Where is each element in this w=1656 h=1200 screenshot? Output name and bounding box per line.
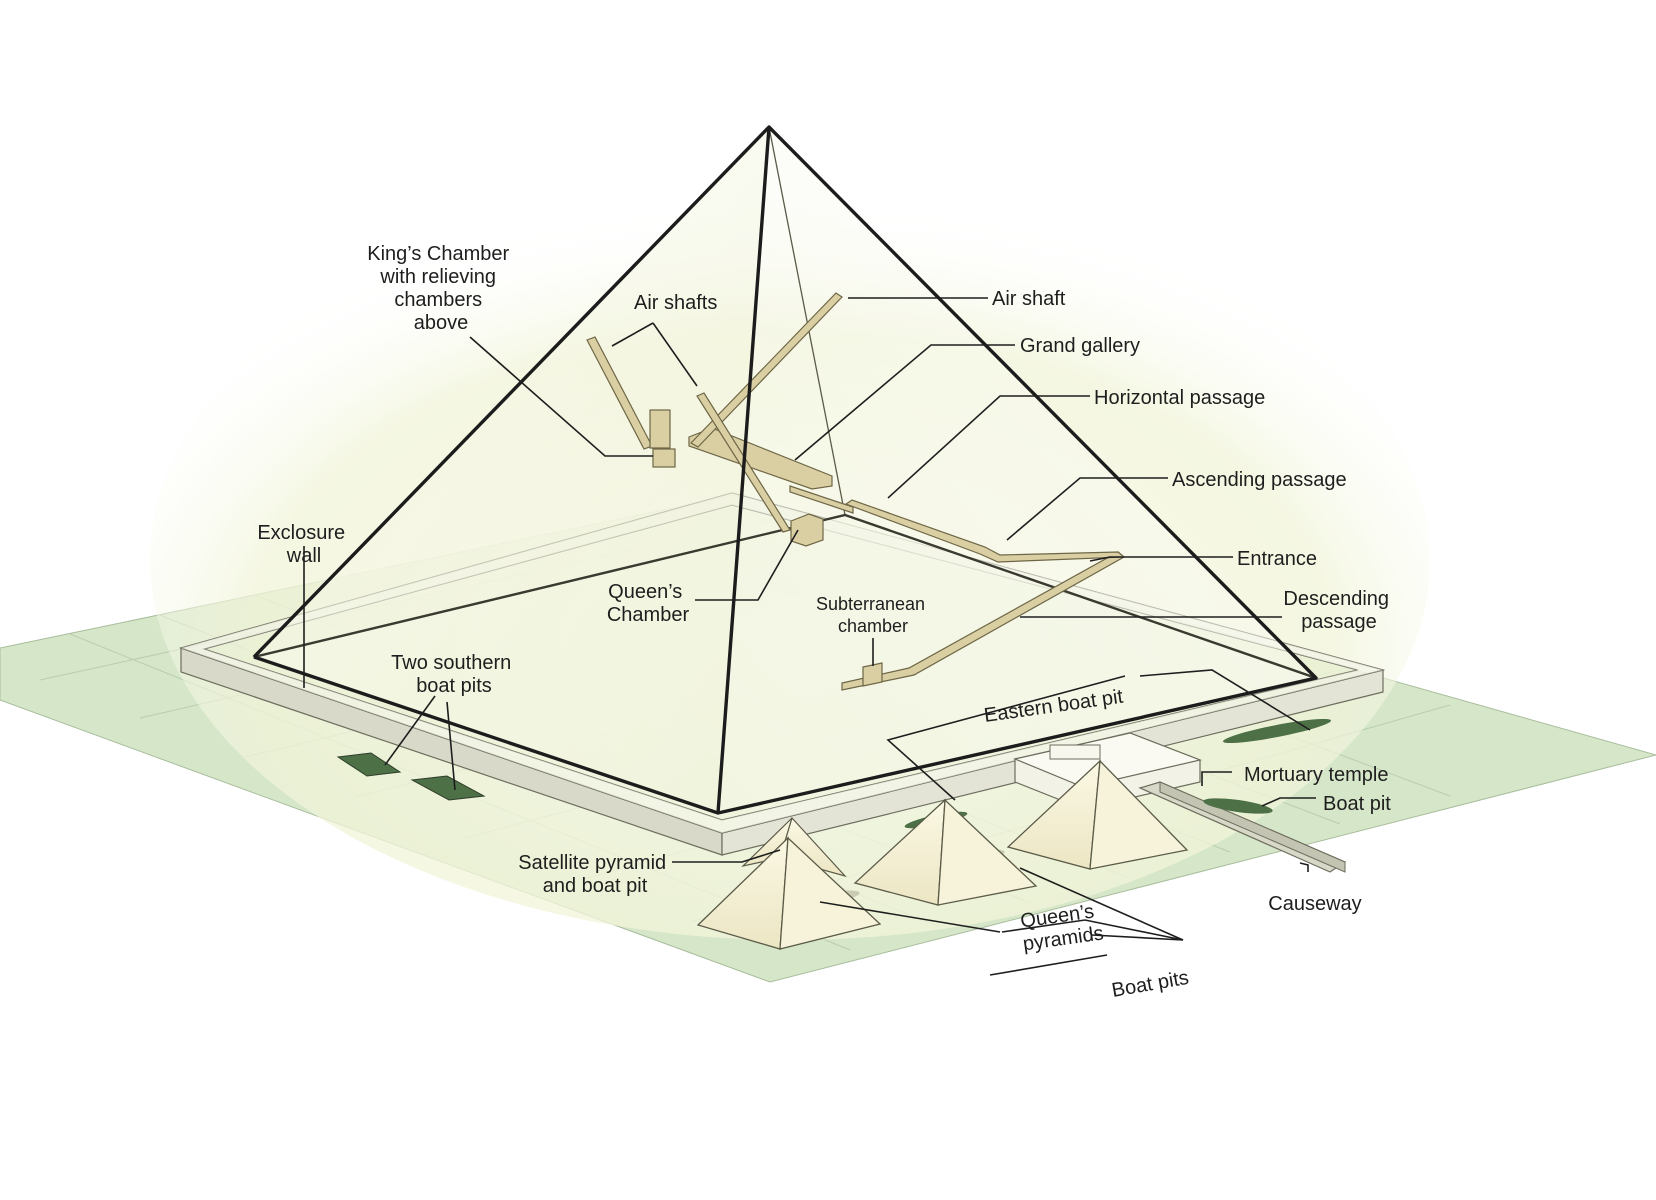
labels: King’s Chamber with relieving chambers a… (257, 243, 1394, 1002)
air-shafts-label: Air shafts (634, 292, 717, 314)
kings-chamber-shape (652, 448, 676, 468)
relieving-chambers-shape (649, 409, 671, 449)
pyramid-front-edges (252, 125, 1318, 815)
boat-pit-causeway (1203, 798, 1273, 814)
kings-chamber-label: King’s Chamber with relieving chambers a… (367, 243, 515, 334)
ascending-passage-shape (844, 499, 1126, 563)
pyramid-back-edge (768, 126, 846, 516)
queens-pyramid-1 (696, 836, 882, 950)
pyramid-center-edge (716, 126, 771, 814)
leader-lines (303, 297, 1316, 976)
satellite-pyramid-label: Satellite pyramid and boat pit (518, 852, 671, 897)
causeway-label: Causeway (1268, 893, 1361, 915)
subterranean-chamber-shape (862, 662, 883, 687)
entrance-label: Entrance (1237, 548, 1317, 570)
boat-pit-label: Boat pit (1323, 793, 1391, 815)
ascending-passage-label: Ascending passage (1172, 469, 1347, 491)
two-southern-boat-pits-label: Two southern boat pits (391, 652, 517, 697)
grand-gallery-label: Grand gallery (1020, 335, 1140, 357)
queens-chamber-label: Queen’s Chamber (607, 581, 690, 626)
subterranean-chamber-label: Subterranean chamber (816, 594, 930, 636)
causeway (1138, 781, 1347, 873)
southern-boat-pit-1 (336, 752, 402, 777)
air-shaft-label: Air shaft (992, 288, 1066, 310)
queens-pyramid-3 (1006, 759, 1189, 870)
mortuary-temple-label: Mortuary temple (1244, 764, 1389, 786)
descending-passage-label: Descending passage (1283, 588, 1394, 633)
boat-pits-label: Boat pits (1110, 967, 1190, 1002)
eastern-boat-pit (1222, 718, 1332, 744)
southern-boat-pit-2 (410, 775, 486, 801)
horizontal-passage-shape (789, 485, 854, 514)
queens-chamber-shape (790, 513, 824, 547)
air-shaft-north-shape (690, 292, 843, 448)
internal-passages (586, 292, 1126, 691)
pyramid-back-base (253, 513, 1317, 680)
exclosure-wall-label: Exclosure wall (257, 522, 350, 567)
horizontal-passage-label: Horizontal passage (1094, 387, 1265, 409)
queens-pyramid-2 (853, 798, 1038, 906)
pyramid-face-south (254, 127, 769, 813)
